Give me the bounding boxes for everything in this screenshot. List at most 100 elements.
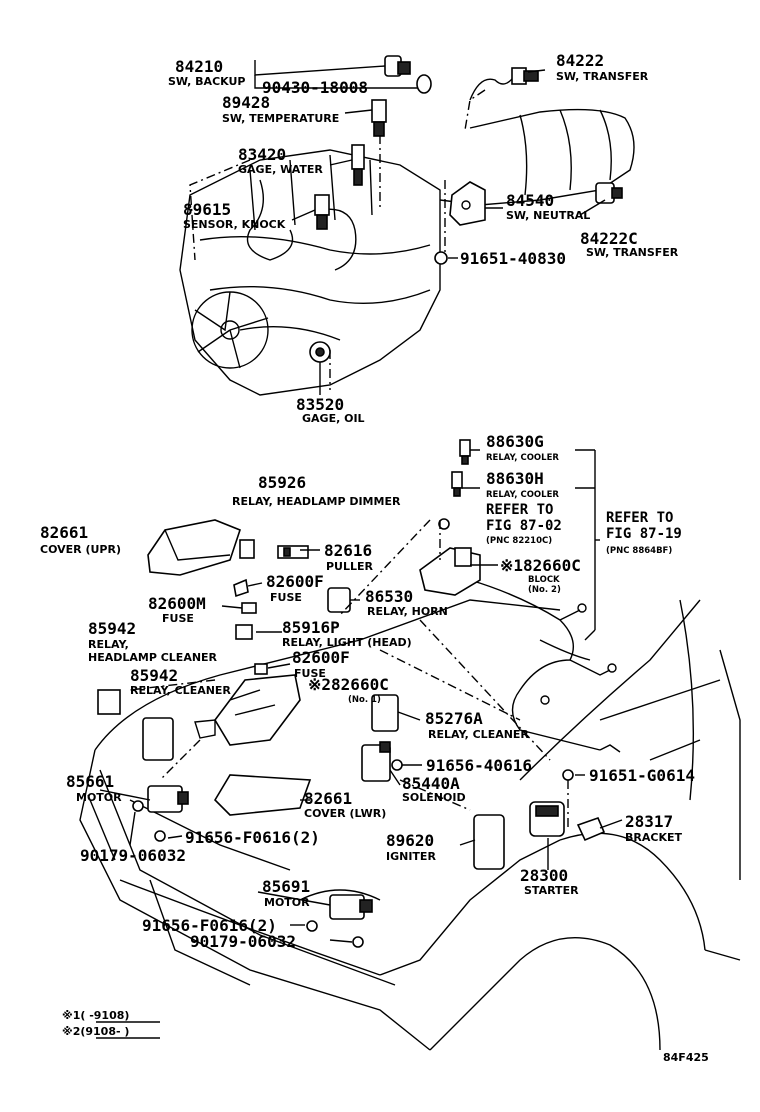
part-label-84222c: SW, TRANSFER [586, 246, 679, 259]
part-label-85661: MOTOR [76, 791, 122, 804]
part-number-91656-f0616-b: 91656-F0616(2) [142, 916, 277, 935]
relay-88630h-shape [451, 471, 463, 497]
part-number-91651-g0614: 91651-G0614 [589, 766, 695, 785]
switch-84222-shape [469, 67, 539, 101]
refer-note-1-line1: REFER TO [486, 502, 553, 518]
part-label-85916p: RELAY, LIGHT (HEAD) [282, 636, 412, 649]
bolt-90179-a-shape [132, 800, 144, 812]
part-number-89620: 89620 [386, 831, 434, 850]
bolt-91656-f0616-b-shape [306, 920, 318, 932]
part-label-86530: RELAY, HORN [367, 605, 448, 618]
block-82660c-no2-shape [419, 547, 481, 596]
part-number-85691: 85691 [262, 877, 310, 896]
legend-row-1: ※1( -9108) [62, 1009, 129, 1022]
puller-82616-shape [277, 545, 309, 559]
gage-83420-shape [351, 144, 365, 186]
part-label-84222: SW, TRANSFER [556, 70, 649, 83]
refer-note-2-line1: REFER TO [606, 510, 673, 526]
engine-illustration [179, 89, 635, 396]
part-number-84222: 84222 [556, 51, 604, 70]
switch-84222c-shape [595, 182, 623, 204]
part-label-85440a: SOLENOID [402, 791, 466, 804]
part-number-82661-upr: 82661 [40, 523, 88, 542]
part-number-85276a: 85276A [425, 709, 483, 728]
part-label-89620: IGNITER [386, 850, 436, 863]
bolt-block-shape [438, 518, 450, 530]
part-number-82600m: 82600M [148, 594, 206, 613]
part-label-82661-upr: COVER (UPR) [40, 543, 121, 556]
switch-84540-shape [449, 181, 486, 226]
part-number-90430: 90430-18008 [262, 78, 368, 97]
bolt-90179-b-shape [352, 936, 364, 948]
part-label-85276a: RELAY, CLEANER [428, 728, 529, 741]
part-label-82600m: FUSE [162, 612, 194, 625]
part-label-89428: SW, TEMPERATURE [222, 112, 339, 125]
fuse-82600f-2-shape [254, 663, 268, 675]
refer-note-2-line3: (PNC 8864BF) [606, 546, 672, 556]
relay-85942-a-shape [97, 689, 121, 715]
part-number-82600f-1: 82600F [266, 572, 324, 591]
part-number-89615: 89615 [183, 200, 231, 219]
part-number-91651-40830: 91651-40830 [460, 249, 566, 268]
bolt-91656-40616-shape [391, 759, 403, 771]
bolt-91656-f0616-a-shape [154, 830, 166, 842]
igniter-89620-shape [473, 814, 505, 870]
part-number-84540: 84540 [506, 191, 554, 210]
part-number-83520: 83520 [296, 395, 344, 414]
starter-28300-shape [529, 801, 565, 837]
legend-row-2: ※2(9108- ) [62, 1025, 129, 1038]
part-number-91656-40616: 91656-40616 [426, 756, 532, 775]
part-label-84210: SW, BACKUP [168, 75, 245, 88]
part-sub-82660c-no2: (No. 2) [528, 585, 561, 595]
part-number-28300: 28300 [520, 866, 568, 885]
part-number-85440a: 85440A [402, 774, 460, 793]
part-number-82600f-2: 82600F [292, 648, 350, 667]
refer-note-1-line3: (PNC 82210C) [486, 536, 552, 546]
switch-89428-shape [371, 99, 387, 137]
part-number-90179-a: 90179-06032 [80, 846, 186, 865]
part-number-89428: 89428 [222, 93, 270, 112]
part-number-85916p: 85916P [282, 618, 340, 637]
relay-85942-b-shape [142, 717, 174, 761]
part-label-28300: STARTER [524, 884, 579, 897]
motor-85661-shape [147, 785, 189, 813]
part-number-85926: 85926 [258, 473, 306, 492]
part-label-82661-lwr: COVER (LWR) [304, 807, 386, 820]
part-label-28317: BRACKET [625, 831, 682, 844]
part-label-83420: GAGE, WATER [238, 163, 323, 176]
part-number-88630g: 88630G [486, 432, 544, 451]
gasket-90430-shape [416, 74, 432, 94]
relay-box-shape [194, 674, 301, 746]
cover-lwr-shape [213, 774, 312, 816]
vehicle-body-illustration [79, 599, 741, 1051]
relay-85276a-shape [371, 694, 399, 732]
part-number-86530: 86530 [365, 587, 413, 606]
part-number-84210: 84210 [175, 57, 223, 76]
part-label-85691: MOTOR [264, 896, 310, 909]
part-label-82616: PULLER [326, 560, 374, 573]
legend-underline [96, 1021, 160, 1039]
part-number-83420: 83420 [238, 145, 286, 164]
part-label-84540: SW, NEUTRAL [506, 209, 590, 222]
part-label-89615: SENSOR, KNOCK [183, 218, 286, 231]
part-label-85942-a-line2: HEADLAMP CLEANER [88, 651, 218, 664]
part-label-85926: RELAY, HEADLAMP DIMMER [232, 495, 401, 508]
electrical-leader-lines [99, 449, 623, 943]
part-label-83520: GAGE, OIL [302, 412, 365, 425]
part-label-85942-b: RELAY, CLEANER [130, 684, 231, 697]
bolt-91651-40830-shape [434, 251, 448, 265]
fuse-82600m-shape [241, 602, 257, 614]
bolt-91651-g0614-shape [562, 769, 574, 781]
relay-85926-shape [239, 539, 255, 559]
part-label-85942-a-line1: RELAY, [88, 638, 129, 651]
part-label-82600f-1: FUSE [270, 591, 302, 604]
relay-85916p-shape [235, 624, 253, 640]
part-number-85942-a: 85942 [88, 619, 136, 638]
solenoid-85440a-shape [361, 741, 391, 782]
part-number-82660c-no2: ※182660C [500, 556, 581, 575]
part-number-28317: 28317 [625, 812, 673, 831]
gage-83520-shape [309, 341, 331, 363]
part-number-91656-f0616-a: 91656-F0616(2) [185, 828, 320, 847]
